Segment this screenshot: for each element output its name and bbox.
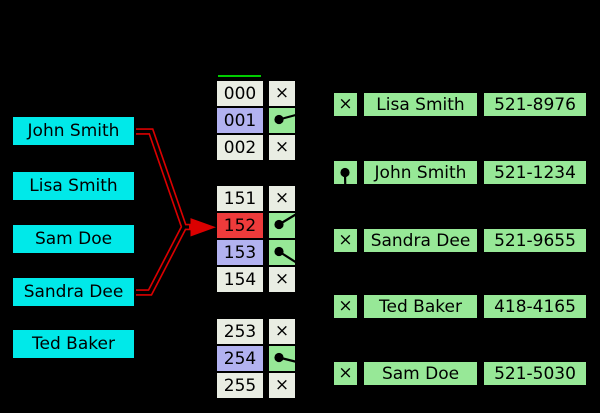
bucket-slot-153-pointer <box>267 238 297 267</box>
key-label: Sandra Dee <box>23 282 124 302</box>
record-phone: 418-4165 <box>494 296 576 317</box>
null-pointer-icon: × <box>338 230 353 250</box>
bucket-slot-001-pointer <box>267 106 297 135</box>
bucket-index-label: 253 <box>223 321 257 342</box>
record-phone: 521-9655 <box>494 230 576 251</box>
bucket-index-255: 255 <box>215 371 265 400</box>
bucket-slot-254-pointer <box>267 344 297 373</box>
bucket-slot-002: × <box>267 133 297 162</box>
record-phone-cell: 521-9655 <box>482 227 588 254</box>
record-name: Sam Doe <box>381 363 460 384</box>
key-box-ted-baker: Ted Baker <box>12 329 135 359</box>
bucket-slot-152-pointer <box>267 211 297 240</box>
null-pointer-icon: × <box>274 83 290 103</box>
record-row-sam-doe: × Sam Doe 521-5030 <box>332 360 588 387</box>
key-box-sam-doe: Sam Doe <box>12 224 135 254</box>
record-next-cell-pointer <box>332 159 359 186</box>
record-phone-cell: 521-8976 <box>482 91 588 118</box>
bucket-index-column-group-3: 253 254 255 <box>215 317 265 400</box>
record-next-cell: × <box>332 227 359 254</box>
null-pointer-icon: × <box>338 363 353 383</box>
key-box-john-smith: John Smith <box>12 116 135 146</box>
bucket-slot-154: × <box>267 265 297 294</box>
bucket-index-label: 154 <box>223 269 257 290</box>
key-label: John Smith <box>27 121 120 141</box>
bucket-index-002: 002 <box>215 133 265 162</box>
record-phone: 521-1234 <box>494 162 576 183</box>
bucket-slot-253: × <box>267 317 297 346</box>
bucket-index-154: 154 <box>215 265 265 294</box>
bucket-index-column-group-2: 151 152 153 154 <box>215 184 265 294</box>
null-pointer-icon: × <box>274 269 290 289</box>
key-box-lisa-smith: Lisa Smith <box>12 171 135 201</box>
bucket-index-001: 001 <box>215 106 265 135</box>
record-name-cell: Lisa Smith <box>362 91 479 118</box>
arrow-sandra-to-152 <box>136 225 187 296</box>
null-pointer-icon: × <box>338 94 353 114</box>
null-pointer-icon: × <box>274 188 290 208</box>
key-label: Sam Doe <box>34 229 113 249</box>
record-phone-cell: 418-4165 <box>482 293 588 320</box>
bucket-index-label: 254 <box>223 348 257 369</box>
key-box-sandra-dee: Sandra Dee <box>12 277 135 307</box>
bucket-index-label: 000 <box>223 83 257 104</box>
collision-arrows <box>136 128 216 296</box>
null-pointer-icon: × <box>274 137 290 157</box>
bucket-slot-255: × <box>267 371 297 400</box>
record-row-sandra-dee: × Sandra Dee 521-9655 <box>332 227 588 254</box>
record-next-cell: × <box>332 91 359 118</box>
key-label: Lisa Smith <box>29 176 118 196</box>
record-name-cell: Sandra Dee <box>362 227 479 254</box>
null-pointer-icon: × <box>274 321 290 341</box>
bucket-slot-000: × <box>267 79 297 108</box>
bucket-top-highlight-line <box>218 75 261 78</box>
bucket-index-label: 151 <box>223 188 257 209</box>
key-label: Ted Baker <box>32 334 115 354</box>
bucket-index-151: 151 <box>215 184 265 213</box>
bucket-index-label: 255 <box>223 375 257 396</box>
record-name: Sandra Dee <box>370 230 471 251</box>
record-name-cell: Sam Doe <box>362 360 479 387</box>
record-phone-cell: 521-5030 <box>482 360 588 387</box>
bucket-index-label: 001 <box>223 110 257 131</box>
bucket-slot-column-group-3: × × <box>267 317 297 400</box>
record-name: Ted Baker <box>379 296 462 317</box>
record-name-cell: John Smith <box>362 159 479 186</box>
record-next-cell: × <box>332 360 359 387</box>
record-name-cell: Ted Baker <box>362 293 479 320</box>
null-pointer-icon: × <box>338 296 353 316</box>
bucket-index-label: 152 <box>223 215 257 236</box>
record-row-ted-baker: × Ted Baker 418-4165 <box>332 293 588 320</box>
record-phone: 521-5030 <box>494 363 576 384</box>
bucket-index-254: 254 <box>215 344 265 373</box>
bucket-slot-column-group-1: × × <box>267 79 297 162</box>
bucket-slot-column-group-2: × × <box>267 184 297 294</box>
arrow-sandra-inner <box>136 226 186 295</box>
null-pointer-icon: × <box>274 375 290 395</box>
record-row-john-smith: John Smith 521-1234 <box>332 159 588 186</box>
bucket-index-label: 002 <box>223 137 257 158</box>
bucket-slot-151: × <box>267 184 297 213</box>
record-row-lisa-smith: × Lisa Smith 521-8976 <box>332 91 588 118</box>
arrowhead-icon <box>190 218 216 237</box>
arrow-john-inner <box>136 129 186 228</box>
bucket-index-000: 000 <box>215 79 265 108</box>
record-next-cell: × <box>332 293 359 320</box>
record-phone-cell: 521-1234 <box>482 159 588 186</box>
record-name: John Smith <box>374 162 467 183</box>
bucket-index-153: 153 <box>215 238 265 267</box>
bucket-index-253: 253 <box>215 317 265 346</box>
bucket-index-152: 152 <box>215 211 265 240</box>
bucket-index-label: 153 <box>223 242 257 263</box>
arrow-john-to-152 <box>136 128 188 229</box>
record-phone: 521-8976 <box>494 94 576 115</box>
bucket-index-column-group-1: 000 001 002 <box>215 79 265 162</box>
record-name: Lisa Smith <box>376 94 465 115</box>
